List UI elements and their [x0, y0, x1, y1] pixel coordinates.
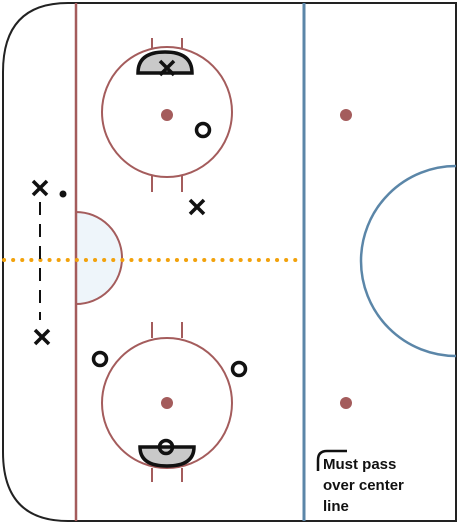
- corner-bracket-icon: [316, 449, 347, 471]
- faceoff-dot-bottom: [161, 397, 173, 409]
- x-mark-icon: [158, 59, 176, 77]
- bottom-faceoff-circle: [101, 322, 233, 482]
- o-mark-icon: [194, 121, 212, 139]
- o-mark-icon: [91, 350, 109, 368]
- note-line-3: line: [323, 498, 349, 515]
- x-mark-icon: [33, 328, 51, 346]
- puck-dot-icon: [59, 190, 67, 198]
- o-mark-icon: [230, 360, 248, 378]
- top-faceoff-circle: [101, 38, 233, 192]
- note-line-1: Must pass: [323, 456, 396, 473]
- faceoff-dot-top: [161, 109, 173, 121]
- top-support-arc: [136, 50, 194, 75]
- bottom-support-arc: [138, 445, 196, 468]
- neutral-dot-bottom: [340, 397, 352, 409]
- x-mark-icon: [31, 179, 49, 197]
- note-line-2: over center: [323, 477, 404, 494]
- x-mark-icon: [188, 198, 206, 216]
- center-line-note: Must pass over center line: [323, 456, 404, 515]
- neutral-dot-top: [340, 109, 352, 121]
- neutral-zone-circle: [359, 164, 457, 358]
- o-mark-icon: [157, 438, 175, 456]
